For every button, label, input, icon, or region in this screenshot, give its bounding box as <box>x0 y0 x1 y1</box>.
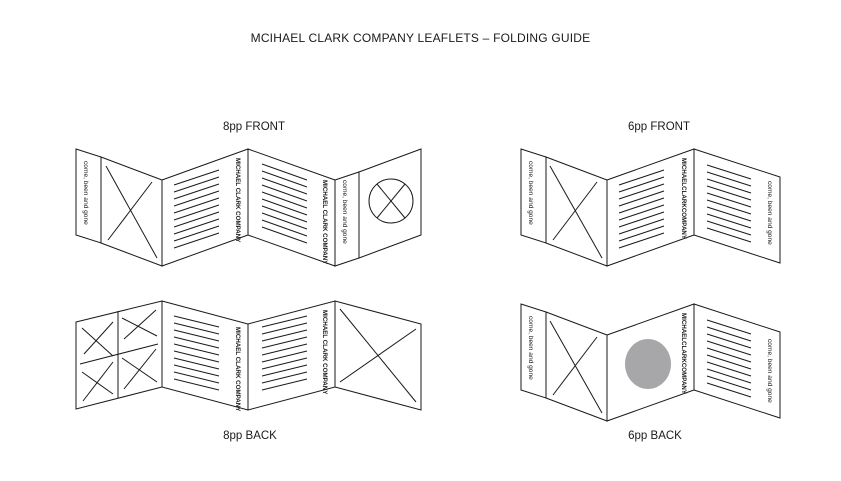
company-text: MICHAEL CLARK COMPANY <box>321 310 328 395</box>
text-lines <box>261 315 308 391</box>
diagram-6pp-back: come, been and gone MICHAELCLARKCOMPANY … <box>520 303 781 422</box>
text-lines <box>618 169 665 249</box>
logo-circle <box>368 178 414 224</box>
company-text: MICHAELCLARKCOMPANY <box>680 313 687 395</box>
tagline-text: come, been and gone <box>341 180 348 244</box>
placeholder-cross-line <box>552 336 598 396</box>
tagline-text: come, been and gone <box>766 339 773 403</box>
panel-text <box>693 303 781 419</box>
diagram-8pp-back: MICHAEL CLARK COMPANY MICHAEL CLARK COMP… <box>75 300 422 412</box>
tagline-text: come, been and gone <box>527 316 534 380</box>
tagline-text: come, been and gone <box>766 181 773 245</box>
tagline-text: come, been and gone <box>527 161 534 225</box>
text-lines <box>173 315 220 391</box>
text-lines <box>706 164 752 243</box>
label-8pp-back: 8pp BACK <box>223 430 277 442</box>
placeholder-cross-line <box>105 165 158 259</box>
text-lines <box>173 169 220 249</box>
label-6pp-front: 6pp FRONT <box>628 121 690 133</box>
image-placeholder-circle <box>625 339 671 389</box>
company-text: MICHAEL CLARK COMPANY <box>321 180 328 265</box>
grid-divider <box>79 343 159 365</box>
text-lines <box>261 163 308 244</box>
page-title: MCIHAEL CLARK COMPANY LEAFLETS – FOLDING… <box>250 31 591 45</box>
placeholder-cross-line <box>549 320 603 414</box>
company-text: MICHAELCLARKCOMPANY <box>680 158 687 240</box>
placeholder-cross-line <box>107 181 153 241</box>
company-text: MICHAEL CLARK COMPANY <box>234 327 241 412</box>
panel-cover <box>358 148 422 259</box>
text-lines <box>706 319 752 398</box>
company-text: MICHAEL CLARK COMPANY <box>234 158 241 243</box>
diagram-6pp-front: come, been and gone MICHAELCLARKCOMPANY … <box>520 148 781 267</box>
placeholder-cross-line <box>339 328 417 383</box>
placeholder-cross-line <box>549 165 603 259</box>
panel-text <box>693 148 781 264</box>
placeholder-cross-line <box>376 183 406 219</box>
placeholder-cross-line <box>552 181 598 241</box>
label-8pp-front: 8pp FRONT <box>223 121 285 133</box>
tagline-text: come, been and gone <box>82 161 89 225</box>
label-6pp-back: 6pp BACK <box>628 430 682 442</box>
diagram-8pp-front: come, been and gone MICHAEL CLARK COMPAN… <box>75 148 422 267</box>
